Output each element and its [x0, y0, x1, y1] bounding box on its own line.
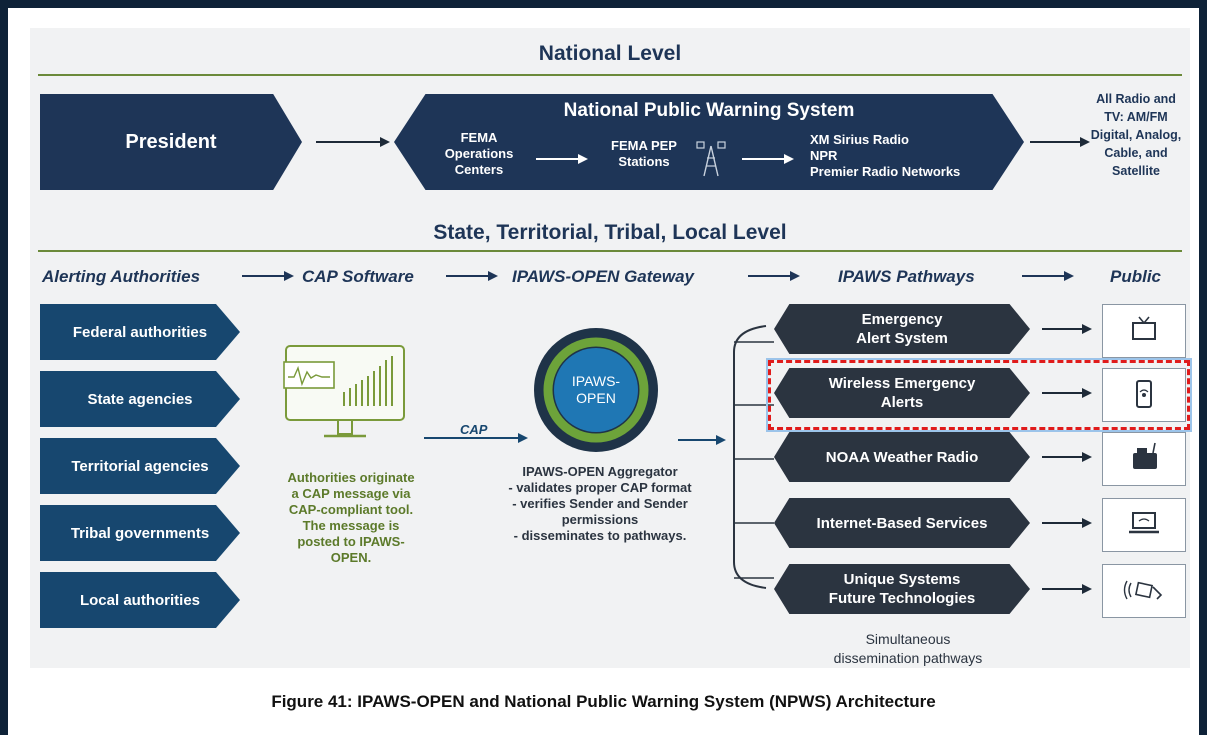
pathways-bracket [733, 325, 774, 589]
authority-state: State agencies [40, 371, 240, 427]
arrow-internet-public [1042, 518, 1092, 528]
arrow-col-1 [242, 271, 294, 281]
arrow-ops-pep [536, 154, 588, 164]
arrow-wea-public [1042, 388, 1092, 398]
arrow-npws-radio [1030, 137, 1090, 147]
radio-tower-icon [696, 141, 726, 177]
arrow-pep-networks [742, 154, 794, 164]
monitor-chart-icon [283, 345, 405, 438]
col-cap-software: CAP Software [302, 267, 414, 286]
pathway-noaa: NOAA Weather Radio [774, 432, 1030, 482]
state-level-title: State, Territorial, Tribal, Local Level [433, 221, 787, 244]
figure-caption: Figure 41: IPAWS-OPEN and National Publi… [271, 692, 936, 711]
authority-federal: Federal authorities [40, 304, 240, 360]
laptop-icon [1129, 512, 1159, 534]
col-public: Public [1110, 267, 1162, 286]
wea-highlight-box [768, 360, 1190, 430]
cap-arrow-label: CAP [460, 422, 488, 437]
authority-territorial: Territorial agencies [40, 438, 240, 494]
president-box: President [40, 94, 302, 190]
public-radio-box [1102, 432, 1186, 486]
national-divider [38, 74, 1182, 76]
arrow-cap-gateway [424, 433, 528, 443]
arrow-eas-public [1042, 324, 1092, 334]
public-tv-box [1102, 304, 1186, 358]
tv-icon [1132, 316, 1156, 340]
arrow-noaa-public [1042, 452, 1092, 462]
architecture-diagram: National Level President National Public… [30, 28, 1190, 668]
npws-title: National Public Warning System [563, 100, 855, 121]
ipaws-open-circle-icon [534, 328, 658, 452]
col-ipaws-pathways: IPAWS Pathways [838, 267, 975, 286]
national-level-title: National Level [538, 42, 682, 65]
arrow-unique-public [1042, 584, 1092, 594]
radio-icon [1133, 442, 1157, 469]
signal-icon [1123, 580, 1163, 600]
authority-tribal: Tribal governments [40, 505, 240, 561]
aggregator-description: IPAWS-OPEN Aggregator- validates proper … [508, 464, 692, 543]
pathway-internet: Internet-Based Services [774, 498, 1030, 548]
col-alerting-authorities: Alerting Authorities [42, 267, 201, 286]
arrow-gateway-pathways [678, 435, 726, 445]
page: National Level President National Public… [8, 8, 1199, 735]
authority-local: Local authorities [40, 572, 240, 628]
public-phone-box [1102, 368, 1186, 422]
public-laptop-box [1102, 498, 1186, 552]
arrow-col-4 [1022, 271, 1074, 281]
arrow-col-3 [748, 271, 800, 281]
president-label: President [125, 130, 217, 153]
public-signal-box [1102, 564, 1186, 618]
arrow-president-npws [316, 137, 390, 147]
ipaws-open-circle-label: IPAWS-OPEN [571, 373, 621, 406]
phone-icon [1136, 380, 1152, 408]
state-divider [38, 250, 1182, 252]
arrow-col-2 [446, 271, 498, 281]
col-ipaws-open-gateway: IPAWS-OPEN Gateway [512, 267, 695, 286]
